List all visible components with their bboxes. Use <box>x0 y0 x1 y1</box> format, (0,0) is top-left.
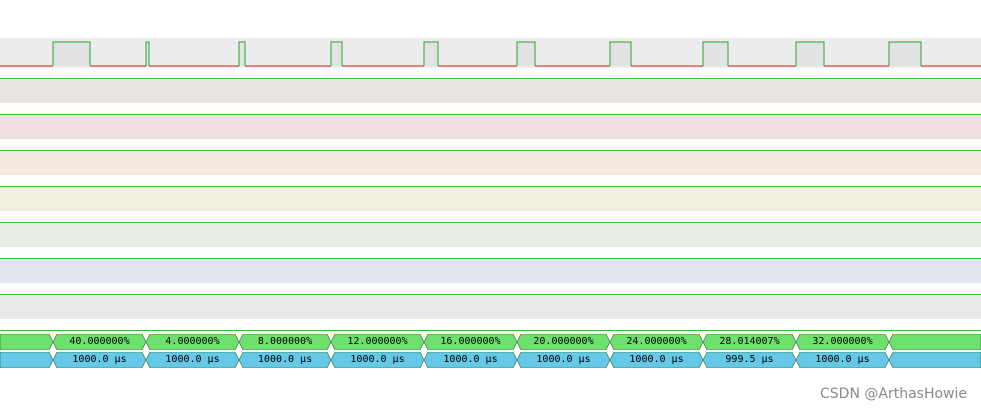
lane-separator <box>0 114 981 115</box>
signal-pulse-9[interactable] <box>795 41 825 66</box>
signal-pulse-1[interactable] <box>52 41 91 66</box>
bus-period-label: 1000.0 μs <box>536 354 591 365</box>
bus-period-segment-shape <box>53 352 146 368</box>
channel-lane-7[interactable] <box>0 260 981 283</box>
bus-period-segment-shape <box>889 352 981 368</box>
lane-separator <box>0 222 981 223</box>
bus-duty-label: 12.000000% <box>347 336 408 347</box>
bus-duty-label: 32.000000% <box>812 336 873 347</box>
bus-period-segment-shape <box>703 352 796 368</box>
bus-period-segment-2[interactable]: 1000.0 μs <box>146 352 239 368</box>
signal-pulse-3[interactable] <box>238 41 246 66</box>
bus-period-label: 999.5 μs <box>725 354 774 365</box>
channel-lane-3[interactable] <box>0 116 981 139</box>
bus-duty-segment-7[interactable]: 24.000000% <box>610 334 703 350</box>
bus-duty-segment-shape <box>703 334 796 350</box>
signal-pulse-7[interactable] <box>609 41 632 66</box>
pwm-signal-trace[interactable] <box>0 36 981 70</box>
bus-duty-segment-shape <box>146 334 239 350</box>
bus-period-segment-4[interactable]: 1000.0 μs <box>331 352 424 368</box>
signal-pulse-6[interactable] <box>516 41 536 66</box>
bus-duty-segment-shape <box>331 334 424 350</box>
signal-pulse-5[interactable] <box>423 41 439 66</box>
channel-lane-5[interactable] <box>0 188 981 211</box>
bus-period-segment-10[interactable] <box>889 352 981 368</box>
bus-duty-cycle-row[interactable]: 40.000000% 4.000000% 8.000000% 12.000000% 16… <box>0 334 981 350</box>
bus-period-segment-shape <box>331 352 424 368</box>
bus-period-segment-3[interactable]: 1000.0 μs <box>239 352 331 368</box>
bus-duty-segment-shape <box>796 334 889 350</box>
bus-period-segment-8[interactable]: 999.5 μs <box>703 352 796 368</box>
bus-period-segment-shape <box>239 352 331 368</box>
signal-pulse-8[interactable] <box>702 41 729 66</box>
signal-pulse-4[interactable] <box>330 41 343 66</box>
bus-period-segment-shape <box>0 352 53 368</box>
bus-period-segment-0[interactable] <box>0 352 53 368</box>
bus-duty-segment-shape <box>610 334 703 350</box>
lane-separator <box>0 258 981 259</box>
bus-duty-segment-10[interactable] <box>889 334 981 350</box>
bus-period-segment-5[interactable]: 1000.0 μs <box>424 352 517 368</box>
channel-lane-2[interactable] <box>0 80 981 103</box>
bus-duty-label: 40.000000% <box>69 336 130 347</box>
bus-period-segment-7[interactable]: 1000.0 μs <box>610 352 703 368</box>
bus-duty-segment-4[interactable]: 12.000000% <box>331 334 424 350</box>
bus-period-label: 1000.0 μs <box>443 354 498 365</box>
channel-lane-8[interactable] <box>0 296 981 319</box>
bus-period-label: 1000.0 μs <box>629 354 684 365</box>
bus-period-label: 1000.0 μs <box>72 354 127 365</box>
lane-separator <box>0 78 981 79</box>
lane-separator <box>0 330 981 331</box>
bus-duty-segment-6[interactable]: 20.000000% <box>517 334 610 350</box>
bus-period-segment-shape <box>610 352 703 368</box>
bus-period-segment-1[interactable]: 1000.0 μs <box>53 352 146 368</box>
bus-duty-segment-shape <box>517 334 610 350</box>
bus-duty-segment-9[interactable]: 32.000000% <box>796 334 889 350</box>
bus-period-label: 1000.0 μs <box>815 354 870 365</box>
lane-separator <box>0 186 981 187</box>
bus-duty-segment-shape <box>239 334 331 350</box>
bus-duty-segment-1[interactable]: 40.000000% <box>53 334 146 350</box>
bus-duty-label: 4.000000% <box>165 336 220 347</box>
bus-duty-segment-shape <box>889 334 981 350</box>
bus-period-segment-9[interactable]: 1000.0 μs <box>796 352 889 368</box>
lane-separator <box>0 294 981 295</box>
bus-duty-label: 16.000000% <box>440 336 501 347</box>
bus-duty-segment-shape <box>53 334 146 350</box>
channel-lane-6[interactable] <box>0 224 981 247</box>
bus-period-label: 1000.0 μs <box>257 354 313 365</box>
bus-duty-segment-0[interactable] <box>0 334 53 350</box>
channel-lane-4[interactable] <box>0 152 981 175</box>
bus-duty-label: 28.014007% <box>719 336 780 347</box>
bus-duty-segment-5[interactable]: 16.000000% <box>424 334 517 350</box>
bus-period-segment-shape <box>517 352 610 368</box>
bus-duty-label: 24.000000% <box>626 336 687 347</box>
bus-period-segment-shape <box>424 352 517 368</box>
bus-period-row[interactable]: 1000.0 μs 1000.0 μs 1000.0 μs 1000.0 μs 1000… <box>0 352 981 368</box>
signal-pulse-10[interactable] <box>888 41 922 66</box>
bus-duty-segment-shape <box>424 334 517 350</box>
bus-duty-segment-shape <box>0 334 53 350</box>
watermark-text: CSDN @ArthasHowie <box>820 386 967 402</box>
bus-period-segment-shape <box>796 352 889 368</box>
bus-duty-segment-8[interactable]: 28.014007% <box>703 334 796 350</box>
bus-period-segment-6[interactable]: 1000.0 μs <box>517 352 610 368</box>
bus-duty-segment-2[interactable]: 4.000000% <box>146 334 239 350</box>
lane-separator <box>0 150 981 151</box>
signal-pulse-2[interactable] <box>145 41 150 66</box>
bus-period-label: 1000.0 μs <box>350 354 405 365</box>
bus-duty-label: 8.000000% <box>257 336 313 347</box>
bus-period-segment-shape <box>146 352 239 368</box>
bus-duty-segment-3[interactable]: 8.000000% <box>239 334 331 350</box>
bus-duty-label: 20.000000% <box>533 336 594 347</box>
bus-period-label: 1000.0 μs <box>165 354 220 365</box>
